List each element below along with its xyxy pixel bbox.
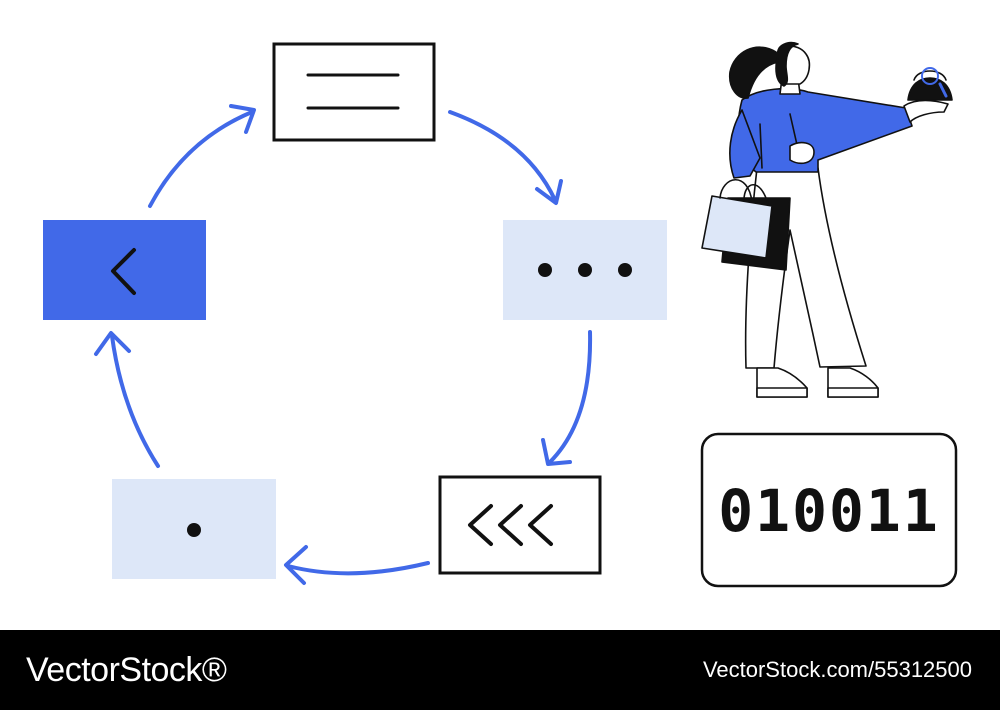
shoes <box>756 367 879 398</box>
shopping-bags-icon <box>701 178 791 271</box>
sweater <box>729 87 913 179</box>
arrow-menu-to-more <box>448 110 563 205</box>
triple-chevron-left-icon <box>468 504 553 546</box>
binary-code-text: 010011 <box>718 477 940 545</box>
menu-card <box>272 42 436 142</box>
arrow-dot-to-back <box>94 331 160 468</box>
chevron-left-icon <box>111 248 136 295</box>
arrow-back-to-menu <box>148 104 256 208</box>
arrow-more-to-rewind <box>541 330 593 466</box>
footer-image-id: VectorStock.com/55312500 <box>702 657 972 682</box>
outstretched-hand <box>903 99 949 123</box>
cycle-arrows <box>94 104 593 585</box>
ellipsis-icon <box>538 263 632 277</box>
illustration-svg: 010011 <box>43 41 958 588</box>
binary-card: 010011 <box>700 432 958 588</box>
rewind-card <box>438 475 602 575</box>
shopper-figure <box>701 41 953 398</box>
watermark-footer: VectorStock® VectorStock.com/55312500 <box>0 630 1000 710</box>
back-card <box>43 220 206 320</box>
arrow-rewind-to-dot <box>284 545 430 585</box>
menu-lines-icon <box>306 73 400 110</box>
footer-brand-logo: VectorStock® <box>26 650 227 689</box>
handbag-icon <box>907 67 953 101</box>
hair-ponytail <box>728 41 799 99</box>
dot-icon <box>187 523 201 537</box>
more-card <box>503 220 667 320</box>
dot-card <box>112 479 276 579</box>
hand-near-chest <box>789 141 815 165</box>
